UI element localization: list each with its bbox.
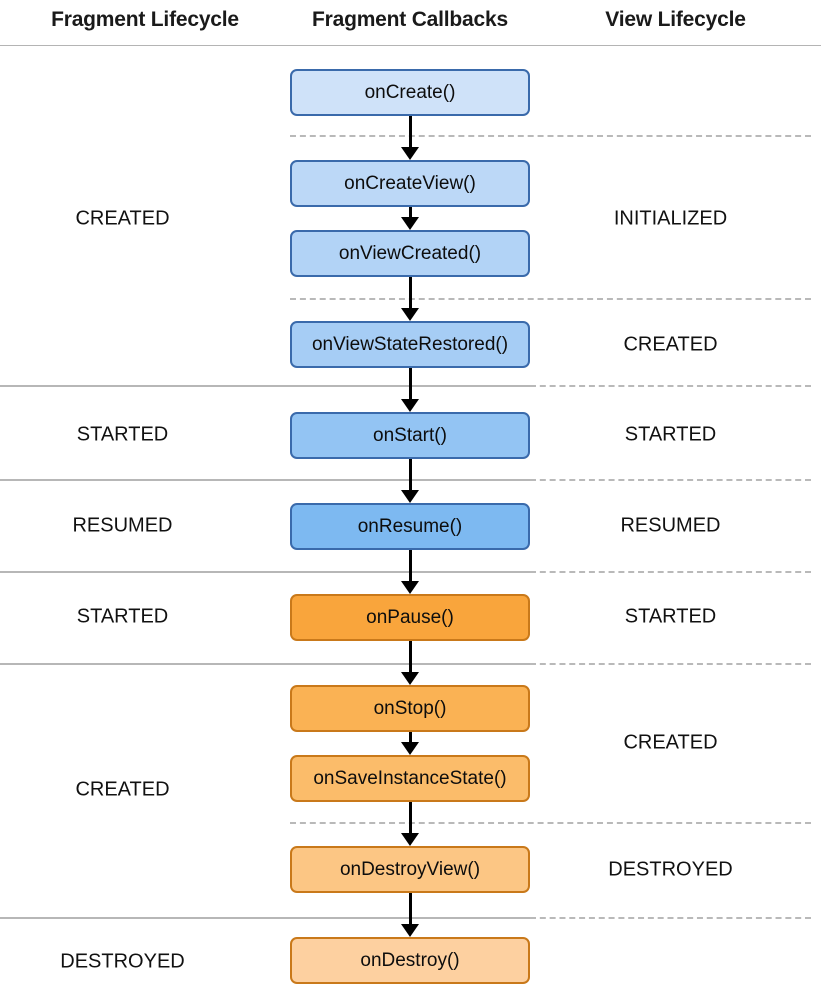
divider-dashed-resumed bbox=[530, 571, 811, 573]
divider-solid-resumed-started bbox=[0, 571, 530, 573]
flow-arrow-head bbox=[401, 308, 419, 321]
flow-arrow-head bbox=[401, 399, 419, 412]
flow-arrow-line bbox=[409, 368, 412, 399]
flow-arrow-head bbox=[401, 833, 419, 846]
fragment-state-created-2: CREATED bbox=[75, 778, 170, 801]
callback-box-onresume[interactable]: onResume() bbox=[290, 503, 530, 550]
fragment-state-started-2: STARTED bbox=[76, 605, 169, 628]
divider-solid-created-started bbox=[0, 385, 530, 387]
column-header-fragment-callbacks: Fragment Callbacks bbox=[312, 8, 508, 31]
view-state-destroyed: DESTROYED bbox=[608, 858, 733, 881]
callback-box-oncreate[interactable]: onCreate() bbox=[290, 69, 530, 116]
flow-arrow-head bbox=[401, 581, 419, 594]
flow-arrow-head bbox=[401, 490, 419, 503]
callback-box-onviewcreated[interactable]: onViewCreated() bbox=[290, 230, 530, 277]
flow-arrow-line bbox=[409, 802, 412, 833]
callback-box-onpause[interactable]: onPause() bbox=[290, 594, 530, 641]
flow-arrow-head bbox=[401, 217, 419, 230]
flow-arrow-line bbox=[409, 116, 412, 147]
fragment-state-started-1: STARTED bbox=[76, 423, 169, 446]
divider-solid-started-resumed bbox=[0, 479, 530, 481]
divider-solid-started-created bbox=[0, 663, 530, 665]
flow-arrow-line bbox=[409, 459, 412, 490]
divider-dashed-pause bbox=[530, 663, 811, 665]
callback-box-ondestroy[interactable]: onDestroy() bbox=[290, 937, 530, 984]
view-state-started-2: STARTED bbox=[624, 605, 717, 628]
flow-arrow-line bbox=[409, 207, 412, 217]
callback-box-onstart[interactable]: onStart() bbox=[290, 412, 530, 459]
flow-arrow-line bbox=[409, 277, 412, 308]
flow-arrow-line bbox=[409, 893, 412, 924]
callback-box-onviewstaterestored[interactable]: onViewStateRestored() bbox=[290, 321, 530, 368]
flow-arrow-head bbox=[401, 672, 419, 685]
flow-arrow-head bbox=[401, 147, 419, 160]
callback-box-ondestroyview[interactable]: onDestroyView() bbox=[290, 846, 530, 893]
flow-arrow-line bbox=[409, 641, 412, 672]
flow-arrow-head bbox=[401, 924, 419, 937]
divider-dashed-started bbox=[530, 479, 811, 481]
callback-box-onstop[interactable]: onStop() bbox=[290, 685, 530, 732]
view-state-initialized: INITIALIZED bbox=[613, 207, 728, 230]
divider-dashed-destroyview bbox=[530, 917, 811, 919]
divider-dashed-create bbox=[290, 135, 811, 137]
view-state-resumed: RESUMED bbox=[620, 514, 721, 537]
flow-arrow-head bbox=[401, 742, 419, 755]
fragment-state-destroyed: DESTROYED bbox=[60, 950, 185, 973]
divider-dashed-viewstate bbox=[530, 385, 811, 387]
view-state-created-2: CREATED bbox=[623, 731, 718, 754]
callback-box-oncreateview[interactable]: onCreateView() bbox=[290, 160, 530, 207]
fragment-state-created-1: CREATED bbox=[75, 207, 170, 230]
flow-arrow-line bbox=[409, 732, 412, 742]
divider-dashed-save bbox=[290, 822, 811, 824]
fragment-state-resumed: RESUMED bbox=[72, 514, 173, 537]
column-header-view-lifecycle: View Lifecycle bbox=[605, 8, 746, 31]
view-state-started-1: STARTED bbox=[624, 423, 717, 446]
header-divider bbox=[0, 45, 821, 46]
divider-dashed-viewcreated bbox=[290, 298, 811, 300]
view-state-created-1: CREATED bbox=[623, 333, 718, 356]
callback-box-onsaveinstancestate[interactable]: onSaveInstanceState() bbox=[290, 755, 530, 802]
divider-solid-created-destroyed bbox=[0, 917, 530, 919]
column-header-fragment-lifecycle: Fragment Lifecycle bbox=[51, 8, 239, 31]
flow-arrow-line bbox=[409, 550, 412, 581]
